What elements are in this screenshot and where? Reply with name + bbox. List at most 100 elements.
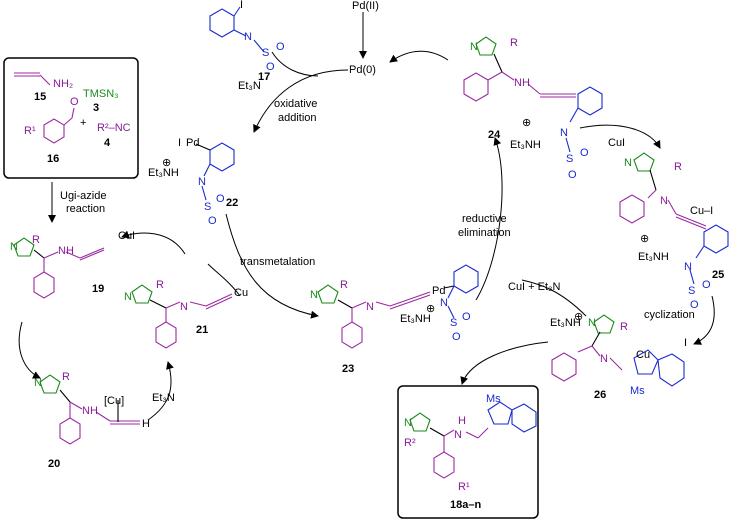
- pd0-label: Pd(0): [349, 64, 376, 76]
- svg-text:I: I: [240, 0, 243, 11]
- svg-text:R: R: [340, 279, 348, 291]
- ugi-label-1: Ugi-azide: [60, 190, 106, 202]
- svg-text:N: N: [10, 241, 18, 253]
- tmsn3-label: TMSN₃: [83, 88, 119, 100]
- svg-text:S: S: [262, 47, 269, 59]
- cui-et3n-label: CuI + Et₃N: [508, 281, 561, 293]
- svg-text:O: O: [702, 279, 711, 291]
- svg-text:⊕: ⊕: [522, 117, 531, 129]
- svg-text:N: N: [684, 261, 692, 273]
- svg-text:O: O: [690, 299, 699, 311]
- compound-17-label: 17: [258, 71, 270, 83]
- svg-text:H: H: [142, 418, 150, 430]
- compound-22-label: 22: [226, 197, 238, 209]
- compound-25-label: 25: [712, 269, 724, 281]
- product-box: [397, 385, 539, 519]
- compound-24-label: 24: [488, 129, 501, 141]
- svg-text:N: N: [588, 317, 596, 329]
- et3nh-26-label: Et₃NH: [550, 317, 581, 329]
- compound-20-label: 20: [48, 458, 60, 470]
- benzaldehyde-structure: [43, 107, 75, 144]
- svg-text:O: O: [452, 331, 461, 343]
- svg-text:N: N: [470, 41, 478, 53]
- svg-text:H: H: [458, 415, 466, 427]
- compound-18-label: 18a–n: [450, 499, 481, 511]
- svg-text:O: O: [568, 169, 577, 181]
- reagents-box: [3, 57, 139, 179]
- ms-label-26: Ms: [630, 385, 645, 397]
- svg-text:⊕: ⊕: [162, 157, 171, 169]
- svg-text:R: R: [620, 321, 628, 333]
- oxidative-label: oxidative: [274, 98, 317, 110]
- compound-17-structure: [209, 6, 265, 53]
- svg-text:N: N: [180, 301, 188, 313]
- svg-text:O: O: [276, 41, 285, 53]
- svg-text:+: +: [80, 117, 86, 129]
- svg-text:S: S: [450, 317, 457, 329]
- svg-text:N: N: [660, 195, 668, 207]
- compound-20-structure: [39, 374, 140, 445]
- compound-18-structure: [409, 401, 537, 479]
- et3nh-22-label: Et₃NH: [148, 167, 179, 179]
- cu-bracket-label: [Cu]: [104, 395, 124, 407]
- cui-label-right: CuI: [608, 137, 625, 149]
- r2-label-18: R²: [404, 437, 416, 449]
- svg-text:I: I: [178, 137, 181, 149]
- compound-19-label: 19: [92, 283, 104, 295]
- compound-19-structure: [13, 237, 105, 299]
- compound-23-structure: [317, 264, 479, 349]
- et3n-label-top: Et₃N: [238, 80, 261, 92]
- svg-text:S: S: [204, 201, 211, 213]
- svg-text:N: N: [600, 353, 608, 365]
- et3nh-23-label: Et₃NH: [400, 313, 431, 325]
- svg-text:O: O: [208, 215, 217, 227]
- compound-25-structure: [619, 152, 729, 285]
- svg-text:S: S: [566, 153, 573, 165]
- svg-text:N: N: [124, 291, 132, 303]
- svg-text:O: O: [462, 311, 471, 323]
- transmetalation-label: transmetalation: [240, 256, 315, 268]
- r1-label-18: R¹: [458, 481, 470, 493]
- compound-15-label: 15: [34, 91, 46, 103]
- compound-4-label: 4: [104, 137, 111, 149]
- propargylamine-structure: [14, 72, 51, 86]
- et3n-label-20: Et₃N: [152, 392, 175, 404]
- svg-text:N: N: [404, 417, 412, 429]
- svg-text:⊕: ⊕: [426, 303, 435, 315]
- reductive-label: reductive: [462, 213, 507, 225]
- svg-text:S: S: [688, 285, 695, 297]
- svg-text:⊕: ⊕: [574, 311, 583, 323]
- cyclization-label: cyclization: [644, 309, 695, 321]
- svg-text:⊕: ⊕: [640, 233, 649, 245]
- compound-16-label: 16: [47, 153, 59, 165]
- svg-text:R: R: [62, 371, 70, 383]
- iodide-label: I: [684, 337, 687, 349]
- svg-text:NH: NH: [82, 405, 98, 417]
- compound-22-structure: [195, 142, 235, 201]
- compound-3-label: 3: [93, 102, 99, 114]
- pd2-label: Pd(II): [352, 0, 379, 12]
- compound-21-structure: [131, 284, 233, 349]
- svg-text:Pd: Pd: [432, 285, 445, 297]
- svg-text:N: N: [244, 31, 252, 43]
- amine-label: NH₂: [53, 78, 73, 90]
- svg-text:N: N: [366, 301, 374, 313]
- svg-text:R: R: [156, 279, 164, 291]
- cui-label-left: CuI: [118, 230, 135, 242]
- isocyanide-label: R²–NC: [97, 122, 131, 134]
- ugi-label-2: reaction: [66, 203, 105, 215]
- svg-text:O: O: [580, 147, 589, 159]
- svg-text:N: N: [560, 127, 568, 139]
- svg-text:N: N: [624, 157, 632, 169]
- ms-label-18: Ms: [486, 393, 501, 405]
- compound-24-structure: [463, 36, 603, 153]
- svg-text:Cu: Cu: [636, 349, 650, 361]
- svg-text:R: R: [674, 161, 682, 173]
- svg-text:O: O: [216, 193, 225, 205]
- svg-text:N: N: [198, 176, 206, 188]
- compound-21-label: 21: [196, 324, 208, 336]
- svg-text:R: R: [32, 234, 40, 246]
- et3nh-25-label: Et₃NH: [638, 251, 669, 263]
- elimination-label: elimination: [458, 227, 511, 239]
